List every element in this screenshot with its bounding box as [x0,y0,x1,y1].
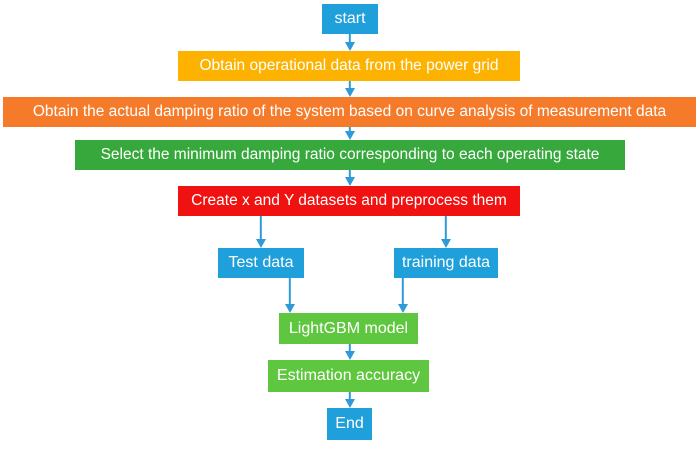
node-obtain-data-label: Obtain operational data from the power g… [199,57,499,74]
arrow-shaft [348,34,352,44]
arrow-head-icon [285,304,295,313]
arrow-head-icon [256,239,266,248]
arrow-shaft [401,278,405,306]
node-lightgbm-model: LightGBM model [279,313,418,344]
arrow-training-data-to-lightgbm-model [397,278,409,313]
node-estimation-accuracy-label: Estimation accuracy [276,367,421,384]
arrow-start-to-obtain-data [344,34,356,51]
arrow-create-datasets-to-test-data [255,216,267,248]
arrow-lightgbm-model-to-estimation-accuracy [344,344,356,360]
node-select-min: Select the minimum damping ratio corresp… [75,140,625,170]
arrow-shaft [348,170,352,179]
arrow-shaft [288,278,292,306]
node-end-label: End [335,415,364,432]
arrow-head-icon [398,304,408,313]
arrow-shaft [348,81,352,90]
arrow-head-icon [345,351,355,360]
node-start: start [322,4,378,34]
arrow-shaft [348,127,352,133]
arrow-estimation-accuracy-to-end [344,392,356,408]
node-create-datasets-label: Create x and Y datasets and preprocess t… [191,192,507,209]
node-training-data-label: training data [401,254,491,271]
node-select-min-label: Select the minimum damping ratio corresp… [100,146,600,163]
arrow-select-min-to-create-datasets [344,170,356,186]
arrow-head-icon [345,131,355,140]
arrow-obtain-data-to-damping-ratio [344,81,356,97]
arrow-head-icon [441,239,451,248]
arrow-head-icon [345,399,355,408]
arrow-shaft [348,344,352,353]
node-damping-ratio: Obtain the actual damping ratio of the s… [3,97,696,127]
arrow-head-icon [345,42,355,51]
node-create-datasets: Create x and Y datasets and preprocess t… [178,186,520,216]
arrow-damping-ratio-to-select-min [344,127,356,140]
node-training-data: training data [394,248,498,278]
arrow-create-datasets-to-training-data [440,216,452,248]
node-obtain-data: Obtain operational data from the power g… [178,51,520,81]
arrow-shaft [444,216,448,241]
node-damping-ratio-label: Obtain the actual damping ratio of the s… [32,103,667,120]
arrow-head-icon [345,177,355,186]
arrow-shaft [259,216,263,241]
node-end: End [327,408,372,440]
arrow-test-data-to-lightgbm-model [284,278,296,313]
arrow-head-icon [345,88,355,97]
node-start-label: start [334,10,366,27]
node-test-data-label: Test data [228,254,294,271]
arrow-shaft [348,392,352,401]
node-lightgbm-model-label: LightGBM model [288,319,409,337]
node-estimation-accuracy: Estimation accuracy [268,360,429,392]
node-test-data: Test data [218,248,304,278]
